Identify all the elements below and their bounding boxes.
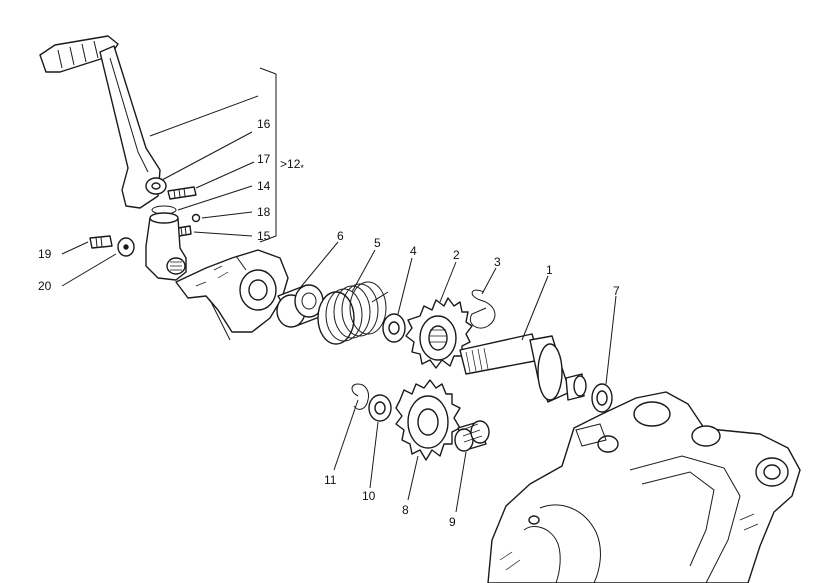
callout-5: 5 [374, 236, 381, 250]
detent-ball-18 [191, 213, 201, 223]
callout-3: 3 [494, 255, 501, 269]
callout-labels: 16 17 >12* 14 18 15 19 20 6 5 4 2 3 1 7 … [38, 117, 620, 529]
lever-hub [145, 212, 187, 281]
callout-7: 7 [613, 284, 620, 298]
idler-gear-8 [395, 379, 461, 461]
callout-19: 19 [38, 247, 52, 261]
bolt-19 [89, 235, 113, 249]
callout-16: 16 [257, 117, 271, 131]
callout-11: 11 [324, 473, 337, 487]
kick-shaft-1 [459, 333, 587, 403]
callout-15: 15 [257, 229, 271, 243]
callout-12: >12* [280, 157, 304, 173]
callout-6: 6 [337, 229, 344, 243]
callout-17: 17 [257, 152, 271, 166]
washer-20 [117, 237, 135, 257]
callout-9: 9 [449, 515, 456, 529]
callout-1: 1 [546, 263, 553, 277]
kick-spring-5 [317, 281, 389, 345]
callout-18: 18 [257, 205, 271, 219]
kickstart-lever [39, 35, 167, 209]
callout-4: 4 [410, 244, 417, 258]
kick-gear-2 [405, 297, 473, 369]
needle-bearing-9 [454, 420, 490, 452]
callout-8: 8 [402, 503, 409, 517]
leader-lines [61, 67, 617, 513]
washer-10 [368, 394, 392, 422]
right-crankcase [487, 391, 801, 583]
washer-4 [382, 313, 406, 343]
callout-20: 20 [38, 279, 52, 293]
circlip-11 [351, 383, 369, 410]
spring-15 [177, 225, 192, 237]
lever-bolt-17 [167, 186, 197, 200]
callout-2: 2 [453, 248, 460, 262]
spring-clip-3 [470, 289, 496, 329]
bushing-6 [276, 284, 324, 328]
washer-7 [591, 383, 613, 413]
left-crankcase-fragment [175, 249, 289, 341]
callout-14: 14 [257, 179, 271, 193]
callout-10: 10 [362, 489, 376, 503]
